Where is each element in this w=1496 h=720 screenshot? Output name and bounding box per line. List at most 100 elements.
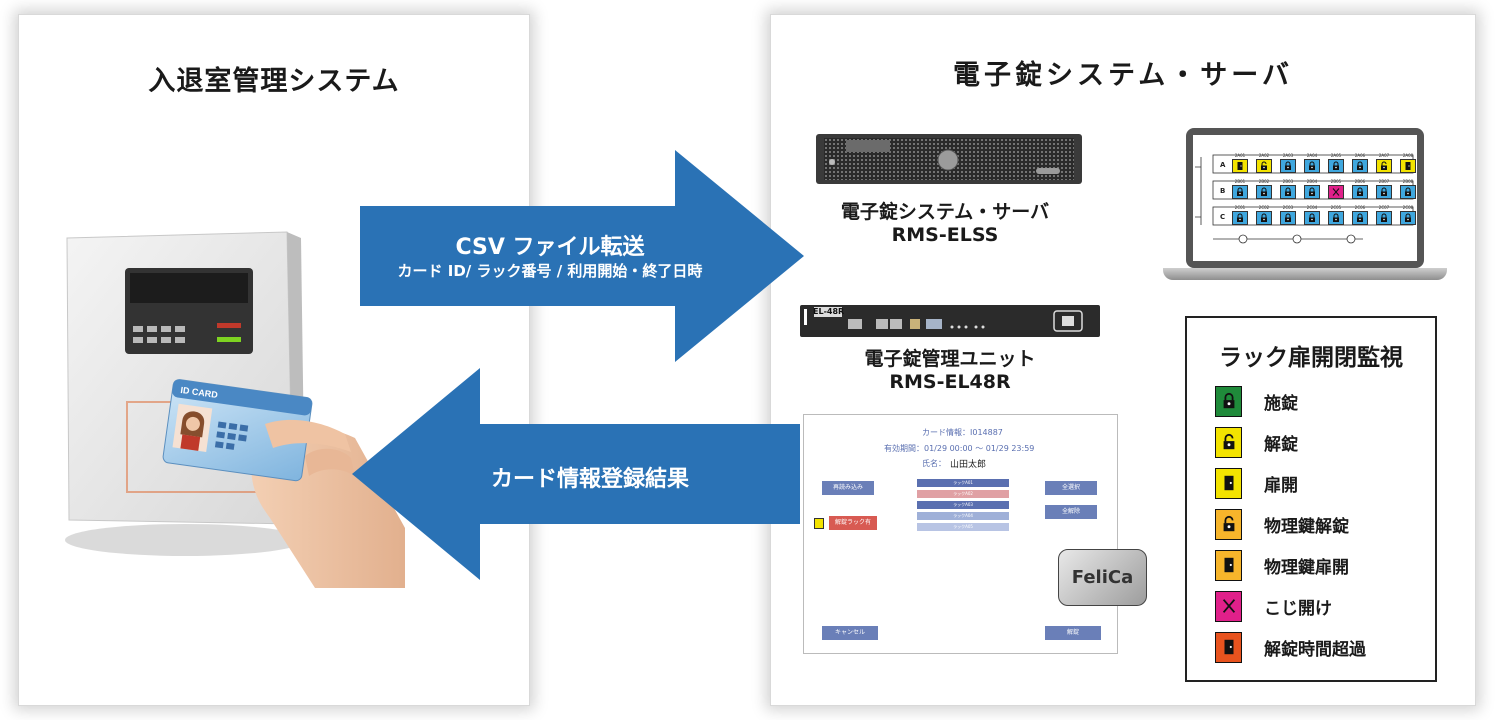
rack-cell[interactable] — [1304, 185, 1320, 199]
rack-cell-id: 2C02 — [1258, 205, 1270, 210]
card-info-text: カード情報：I014887 — [922, 428, 1003, 437]
legend-item: 物理鍵解錠 — [1215, 507, 1349, 541]
lock-system-title: 電子錠システム・サーバ — [953, 60, 1293, 91]
lock-unit-model: RMS-EL48R — [889, 371, 1011, 393]
legend-item: 解錠 — [1215, 425, 1298, 459]
legend-item: 解錠時間超過 — [1215, 630, 1366, 664]
server-model: RMS-ELSS — [891, 224, 999, 246]
rack-cell-id: 2B06 — [1354, 179, 1366, 184]
legend-title: ラック扉開閉監視 — [1219, 345, 1403, 371]
forced-open-icon — [1215, 590, 1242, 622]
rack-cell-id: 2C03 — [1282, 205, 1294, 210]
rack-cell[interactable] — [1400, 211, 1416, 225]
legend-item-label: 解錠時間超過 — [1264, 639, 1366, 660]
rack-cell[interactable] — [1304, 211, 1320, 225]
key-unlock-icon — [1215, 508, 1242, 540]
release-all-button[interactable]: 全解除 — [1045, 505, 1097, 519]
rack-row-label: C — [1220, 213, 1226, 221]
lock-open-icon — [1215, 426, 1242, 458]
rack-cell-id: 2C05 — [1330, 205, 1342, 210]
legend-item: 物理鍵扉開 — [1215, 548, 1349, 582]
rack-item-5[interactable]: ラックA05 — [917, 523, 1009, 531]
rack-cell[interactable] — [1280, 159, 1296, 173]
rack-cell[interactable] — [1352, 159, 1368, 173]
rack-cell-id: 2A04 — [1306, 153, 1318, 158]
rack-cell[interactable] — [1400, 159, 1416, 173]
rack-cell-id: 2B08 — [1402, 179, 1414, 184]
rack-cell[interactable] — [1280, 185, 1296, 199]
csv-transfer-arrow — [360, 150, 804, 362]
rack-cell-id: 2C07 — [1378, 205, 1390, 210]
rack-cell[interactable] — [1376, 185, 1392, 199]
rack-cell[interactable] — [1280, 211, 1296, 225]
rack-cell-id: 2A08 — [1402, 153, 1414, 158]
rack-cell-id: 2B03 — [1282, 179, 1294, 184]
csv-transfer-subtitle: カード ID/ ラック番号 / 利用開始・終了日時 — [397, 262, 703, 280]
legend-item-label: 施錠 — [1264, 393, 1298, 414]
cancel-button[interactable]: キャンセル — [822, 626, 878, 640]
legend-item: こじ開け — [1215, 589, 1332, 623]
rack-cell-id: 2A02 — [1258, 153, 1270, 158]
rack-cell[interactable] — [1256, 185, 1272, 199]
rack-item-4[interactable]: ラックA04 — [917, 512, 1009, 520]
lock-rack-button[interactable]: 解錠ラック有 — [829, 516, 877, 530]
rack-cell[interactable] — [1256, 159, 1272, 173]
legend-item-label: 解錠 — [1264, 434, 1298, 455]
rack-cell-id: 2C04 — [1306, 205, 1318, 210]
rack-cell-id: 2A07 — [1378, 153, 1390, 158]
rack-cell[interactable] — [1328, 185, 1344, 199]
timeout-icon — [1215, 631, 1242, 663]
legend-item-label: 物理鍵扉開 — [1264, 557, 1349, 578]
legend-item: 扉開 — [1215, 466, 1298, 500]
unlock-button[interactable]: 解錠 — [1045, 626, 1101, 640]
legend-item-label: 扉開 — [1264, 475, 1298, 496]
card-result-arrow — [352, 368, 800, 580]
rack-cell-id: 2C08 — [1402, 205, 1414, 210]
rack-row-label: A — [1220, 161, 1226, 169]
csv-transfer-title: CSV ファイル転送 — [455, 235, 645, 260]
name-label: 氏名： — [922, 459, 946, 468]
rack-cell[interactable] — [1232, 159, 1248, 173]
rack-item-3[interactable]: ラックA03 — [917, 501, 1009, 509]
rack-item-1[interactable]: ラックA01 — [917, 479, 1009, 487]
rack-cell-id: 2C01 — [1234, 205, 1246, 210]
rack-cell[interactable] — [1328, 159, 1344, 173]
rack-cell[interactable] — [1376, 211, 1392, 225]
rack-cell-id: 2A01 — [1234, 153, 1246, 158]
access-control-title: 入退室管理システム — [148, 66, 400, 97]
rack-cell[interactable] — [1400, 185, 1416, 199]
rack-cell[interactable] — [1352, 185, 1368, 199]
lock-closed-icon — [1215, 385, 1242, 417]
legend-item: 施錠 — [1215, 384, 1298, 418]
rack-cell-id: 2B05 — [1330, 179, 1342, 184]
card-result-title: カード情報登録結果 — [490, 467, 689, 492]
rack-cell-id: 2C06 — [1354, 205, 1366, 210]
rack-cell-id: 2A06 — [1354, 153, 1366, 158]
laptop-base — [1163, 268, 1447, 280]
rack-cell-id: 2B02 — [1258, 179, 1270, 184]
valid-period-text: 有効期間：01/29 00:00 ～ 01/29 23:59 — [884, 444, 1035, 453]
name-value: 山田太郎 — [950, 460, 987, 470]
rack-cell[interactable] — [1352, 211, 1368, 225]
rack-cell[interactable] — [1328, 211, 1344, 225]
rack-cell[interactable] — [1232, 185, 1248, 199]
reload-button[interactable]: 再読み込み — [822, 481, 874, 495]
rack-cell[interactable] — [1232, 211, 1248, 225]
card-registration-screen: カード情報：I014887 有効期間：01/29 00:00 ～ 01/29 2… — [803, 414, 1118, 654]
rack-cell-id: 2A03 — [1282, 153, 1294, 158]
rack-cell-id: 2B07 — [1378, 179, 1390, 184]
door-open-icon — [1215, 467, 1242, 499]
legend-item-label: こじ開け — [1264, 598, 1332, 619]
key-door-open-icon — [1215, 549, 1242, 581]
rack-cell[interactable] — [1376, 159, 1392, 173]
legend-item-label: 物理鍵解錠 — [1264, 516, 1349, 537]
lock-unit-badge: EL-48R — [813, 307, 845, 316]
rack-cell-id: 2B01 — [1234, 179, 1246, 184]
select-all-button[interactable]: 全選択 — [1045, 481, 1097, 495]
rack-cell[interactable] — [1304, 159, 1320, 173]
rack-item-2[interactable]: ラックA02 — [917, 490, 1009, 498]
server-name: 電子錠システム・サーバ — [840, 201, 1050, 223]
felica-reader: FeliCa — [1058, 549, 1147, 606]
rack-cell[interactable] — [1256, 211, 1272, 225]
lock-icon — [814, 518, 824, 529]
